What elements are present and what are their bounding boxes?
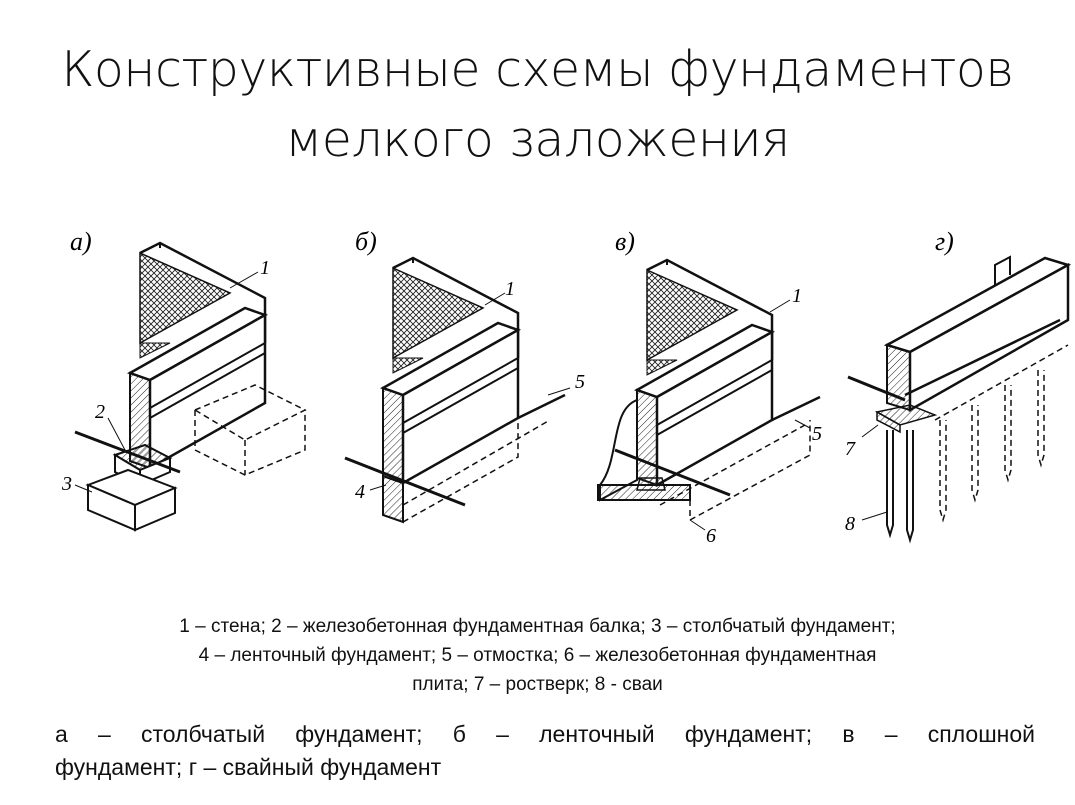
panel-g-label: г): [935, 227, 954, 256]
panel-a-columnar-foundation: а) 1 2 3: [61, 227, 307, 532]
panel-g-number-8: 8: [845, 513, 855, 535]
panel-a-label: а): [70, 227, 92, 256]
panel-a-number-1: 1: [260, 257, 270, 279]
foundation-diagrams: а) 1 2 3 б) 1 5 4 в): [61, 227, 1072, 547]
panel-g-number-7: 7: [845, 438, 856, 460]
caption-line-2: фундамент; г – свайный фундамент: [55, 754, 442, 780]
panel-g-pile-foundation: г) 7 8: [845, 227, 1072, 544]
panel-b-number-1: 1: [505, 278, 515, 300]
legend-line-3: плита; 7 – ростверк; 8 - сваи: [412, 674, 663, 695]
panel-b-label: б): [355, 227, 377, 256]
legend-line-1: 1 – стена; 2 – железобетонная фундаментн…: [179, 616, 896, 637]
panel-v-number-1: 1: [792, 285, 802, 307]
caption-line-1: а – столбчатый фундамент; б – ленточный …: [55, 721, 1035, 747]
panel-v-slab-foundation: в) 1 5 6: [597, 227, 822, 547]
panel-a-number-3: 3: [61, 473, 72, 495]
slide-title-line-1: Конструктивные схемы фундаментов: [61, 41, 1014, 98]
panel-b-number-4: 4: [355, 481, 365, 503]
panel-v-label: в): [615, 227, 635, 256]
panel-a-number-2: 2: [95, 401, 105, 423]
panel-b-strip-foundation: б) 1 5 4: [344, 227, 585, 524]
panel-v-number-6: 6: [706, 525, 716, 547]
panel-b-number-5: 5: [575, 371, 585, 393]
legend-line-2: 4 – ленточный фундамент; 5 – отмостка; 6…: [198, 645, 877, 666]
slide-title-line-2: мелкого заложения: [285, 111, 790, 168]
panel-v-number-5: 5: [812, 423, 822, 445]
